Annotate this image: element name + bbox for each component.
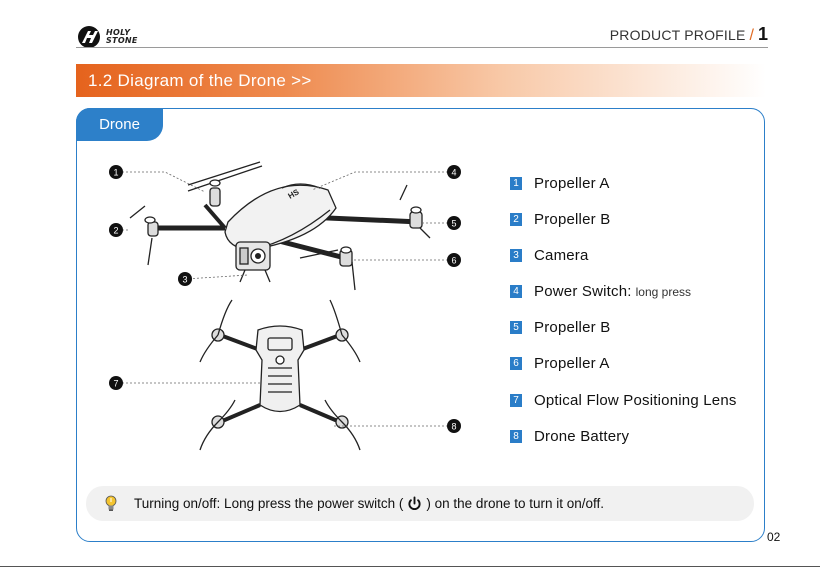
power-icon [408, 496, 421, 510]
callout-1: 1 [109, 165, 123, 179]
legend-item-1: 1 Propeller A [510, 175, 610, 192]
tip-text-after: ) on the drone to turn it on/off. [426, 496, 605, 511]
legend-number: 7 [510, 394, 522, 407]
legend-label: Drone Battery [534, 428, 630, 445]
callout-5-label: 5 [451, 219, 456, 229]
legend-number: 8 [510, 430, 522, 443]
legend-label: Optical Flow Positioning Lens [534, 392, 737, 409]
lightbulb-icon [105, 495, 117, 511]
legend-item-5: 5 Propeller B [510, 319, 610, 336]
legend-item-4: 4 Power Switch: long press [510, 283, 691, 300]
legend-label: Propeller A [534, 355, 610, 372]
header-divider [76, 47, 768, 48]
callout-1-label: 1 [113, 168, 118, 178]
legend-item-2: 2 Propeller B [510, 211, 610, 228]
tip-text-before: Turning on/off: Long press the power swi… [134, 496, 404, 511]
legend-label: Power Switch: [534, 283, 632, 300]
section-label: PRODUCT PROFILE [609, 27, 746, 43]
legend-sublabel: long press [635, 284, 692, 299]
callout-6-label: 6 [451, 256, 456, 266]
drone-diagram: HS [109, 161, 461, 451]
callout-8: 8 [447, 419, 461, 433]
callout-4: 4 [447, 165, 461, 179]
holystone-logo: HOLY STONE [76, 24, 138, 50]
section-header: PRODUCT PROFILE / 1 [610, 24, 768, 45]
section-title-bar: 1.2 Diagram of the Drone >> [76, 64, 766, 97]
callout-5: 5 [447, 216, 461, 230]
logo-wordmark: HOLY STONE [106, 29, 138, 45]
callout-8-label: 8 [451, 422, 456, 432]
legend-label: Propeller B [534, 319, 611, 336]
section-slash: / [749, 27, 754, 44]
callout-3: 3 [178, 272, 192, 286]
drone-underside-illustration [199, 299, 361, 451]
legend-item-3: 3 Camera [510, 247, 589, 264]
callout-2-label: 2 [113, 226, 118, 236]
callout-leaders [122, 171, 448, 427]
drone-tab: Drone [76, 108, 163, 141]
logo-text-top: HOLY [106, 28, 131, 37]
legend-item-8: 8 Drone Battery [510, 428, 629, 445]
page-number: 02 [767, 530, 781, 544]
legend-number: 2 [510, 213, 522, 226]
logo-text-bottom: STONE [106, 36, 138, 45]
holystone-logo-icon [78, 26, 100, 48]
legend-label: Propeller B [534, 211, 611, 228]
legend-number: 4 [510, 285, 522, 298]
legend-item-7: 7 Optical Flow Positioning Lens [510, 392, 737, 409]
legend-number: 1 [510, 177, 522, 190]
callout-7: 7 [109, 376, 123, 390]
footer-divider [0, 566, 820, 567]
drone-panel [76, 108, 765, 542]
legend-number: 5 [510, 321, 522, 334]
legend-number: 6 [510, 357, 522, 370]
callout-2: 2 [109, 223, 123, 237]
section-number: 1 [757, 24, 768, 44]
tip-text: Turning on/off: Long press the power swi… [134, 496, 604, 511]
legend-item-6: 6 Propeller A [510, 355, 610, 372]
callout-4-label: 4 [451, 168, 456, 178]
callout-6: 6 [447, 253, 461, 267]
legend-label: Propeller A [534, 175, 610, 192]
tip-box: Turning on/off: Long press the power swi… [86, 486, 754, 521]
callout-3-label: 3 [182, 275, 187, 285]
drone-perspective-illustration: HS [129, 161, 431, 291]
callout-7-label: 7 [113, 379, 118, 389]
legend-number: 3 [510, 249, 522, 262]
section-title: 1.2 Diagram of the Drone >> [88, 70, 312, 90]
legend-label: Camera [534, 247, 589, 264]
